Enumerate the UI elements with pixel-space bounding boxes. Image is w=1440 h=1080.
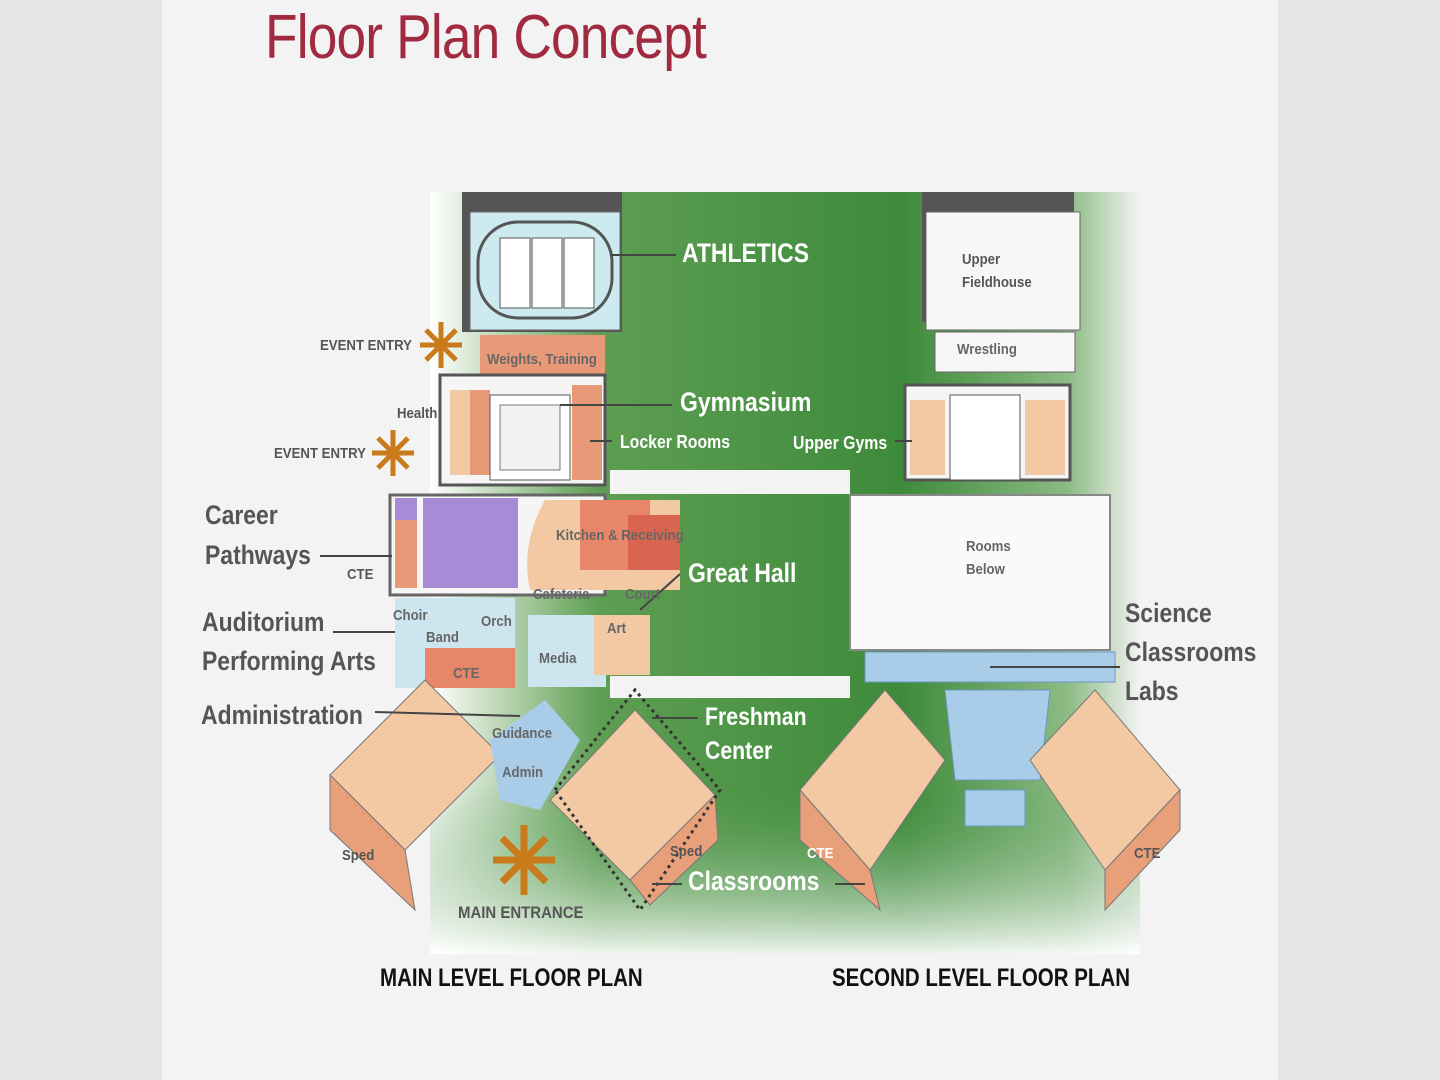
label-media: Media (539, 650, 577, 667)
label-below: Below (966, 561, 1005, 578)
label-locker-rooms: Locker Rooms (620, 432, 731, 452)
label-kitchen: Kitchen & Receiving (556, 527, 684, 544)
label-fieldhouse: Fieldhouse (962, 274, 1032, 291)
main-level-caption: MAIN LEVEL FLOOR PLAN (380, 964, 643, 992)
label-sped-1: Sped (342, 847, 375, 864)
label-science: Science (1125, 598, 1212, 628)
label-pathways: Pathways (205, 540, 311, 570)
label-classrooms: Classrooms (688, 866, 820, 896)
label-orch: Orch (481, 613, 512, 630)
label-wrestling: Wrestling (957, 341, 1017, 358)
athletic-track (476, 220, 614, 320)
label-event-entry-2: EVENT ENTRY (274, 445, 366, 462)
label-admin: Admin (502, 764, 544, 781)
label-weights-training: Weights, Training (487, 351, 597, 368)
main-level-plan (329, 192, 722, 913)
label-great-hall: Great Hall (688, 558, 797, 588)
label-freshman: Freshman (705, 703, 807, 731)
label-upper-gyms: Upper Gyms (793, 433, 888, 453)
label-career: Career (205, 500, 278, 530)
label-cte-right: CTE (1134, 845, 1161, 862)
label-performing-arts: Performing Arts (202, 646, 376, 676)
label-court: Court (625, 586, 661, 603)
label-administration: Administration (201, 700, 363, 730)
label-athletics: ATHLETICS (682, 238, 810, 268)
label-labs: Labs (1125, 676, 1179, 706)
page-title: Floor Plan Concept (265, 3, 707, 72)
label-health: Health (397, 405, 438, 422)
label-art: Art (607, 620, 627, 637)
label-center: Center (705, 737, 773, 765)
label-upper: Upper (962, 251, 1001, 268)
label-guidance: Guidance (492, 725, 553, 742)
event-entry-star-icon-1 (420, 322, 462, 368)
label-choir: Choir (393, 607, 428, 624)
label-cafeteria: Cafeteria (533, 586, 590, 603)
label-cte: CTE (347, 566, 374, 583)
label-cte-left: CTE (807, 845, 834, 862)
main-entrance-star-icon (493, 825, 555, 895)
freshman-center-outline (553, 687, 722, 913)
leader-lines (320, 254, 1120, 885)
label-science-classrooms: Classrooms (1125, 637, 1257, 667)
label-gymnasium: Gymnasium (680, 387, 812, 417)
label-rooms: Rooms (966, 538, 1011, 555)
second-level-plan (799, 192, 1181, 912)
label-sped-2: Sped (670, 843, 703, 860)
label-main-entrance: MAIN ENTRANCE (458, 903, 584, 922)
label-event-entry-1: EVENT ENTRY (320, 337, 412, 354)
label-auditorium: Auditorium (202, 607, 325, 637)
label-band: Band (426, 629, 459, 646)
label-cte-2: CTE (453, 665, 480, 682)
second-level-caption: SECOND LEVEL FLOOR PLAN (832, 964, 1131, 992)
event-entry-star-icon-2 (372, 430, 414, 476)
entry-star-icons (372, 322, 555, 895)
